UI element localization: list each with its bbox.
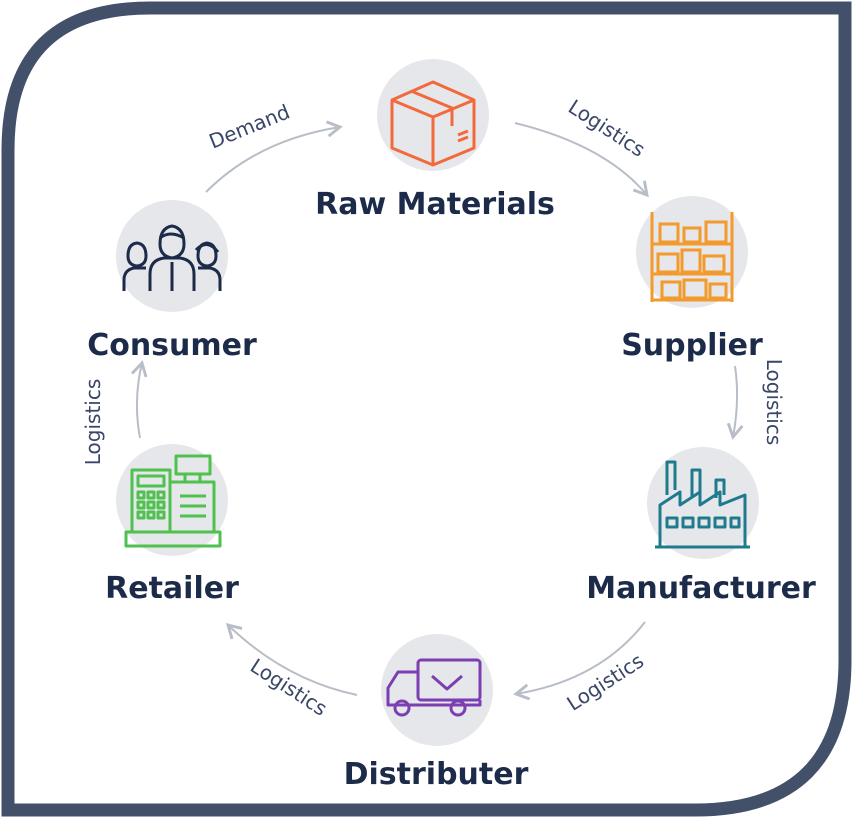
node-distributer: Distributer bbox=[344, 634, 529, 792]
cash-register-icon bbox=[124, 454, 222, 548]
node-retailer: Retailer bbox=[105, 444, 239, 606]
arrow-retailer-to-consumer bbox=[130, 360, 148, 439]
node-label-raw-materials: Raw Materials bbox=[315, 187, 555, 222]
icon-background bbox=[116, 444, 228, 556]
arrow-supplier-to-manufacturer bbox=[726, 365, 744, 440]
arrow-demand bbox=[205, 120, 343, 193]
people-icon bbox=[122, 224, 222, 291]
arrow-manufacturer-to-distributer bbox=[513, 621, 646, 701]
node-label-distributer: Distributer bbox=[344, 757, 529, 792]
arrow-raw-to-supplier bbox=[514, 122, 649, 198]
icon-background bbox=[116, 200, 228, 312]
node-supplier: Supplier bbox=[621, 196, 763, 363]
node-label-retailer: Retailer bbox=[105, 571, 239, 606]
node-label-consumer: Consumer bbox=[87, 328, 257, 363]
node-manufacturer: Manufacturer bbox=[586, 447, 816, 606]
shelves-icon bbox=[650, 212, 734, 302]
factory-icon bbox=[655, 460, 750, 549]
edge-label-logistics: Logistics bbox=[81, 379, 105, 466]
node-raw-materials: Raw Materials bbox=[315, 59, 555, 222]
icon-background bbox=[381, 634, 493, 746]
arrow-distributer-to-retailer bbox=[225, 622, 358, 696]
box-icon bbox=[390, 80, 476, 167]
node-label-supplier: Supplier bbox=[621, 328, 763, 363]
truck-icon bbox=[386, 658, 482, 717]
node-label-manufacturer: Manufacturer bbox=[586, 571, 816, 606]
edge-label-logistics: Logistics bbox=[762, 359, 786, 446]
node-consumer: Consumer bbox=[87, 200, 257, 363]
icon-background bbox=[377, 59, 489, 171]
